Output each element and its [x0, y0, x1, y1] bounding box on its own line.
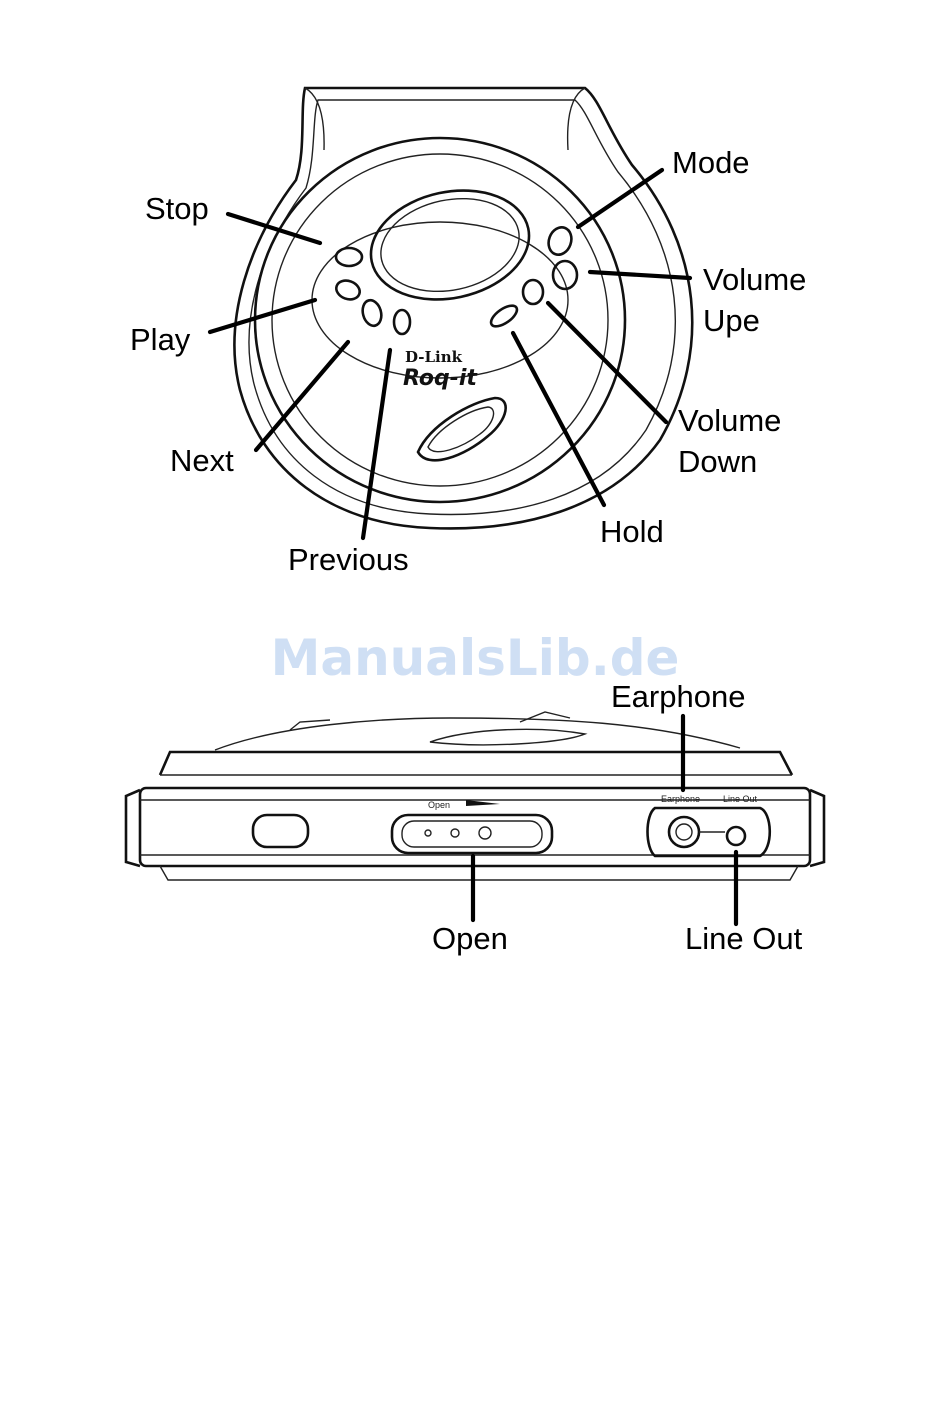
label-volume-up-line1: Volume	[703, 262, 806, 297]
cd-player-top-view: D-Link Roq-it	[234, 88, 692, 528]
label-next: Next	[170, 443, 234, 478]
label-previous: Previous	[288, 542, 409, 577]
line-out-printed-label: Line Out	[723, 794, 758, 804]
mode-button[interactable]	[545, 224, 575, 258]
side-view-leaders	[473, 716, 736, 924]
previous-button[interactable]	[394, 310, 410, 334]
open-printed-label: Open	[428, 800, 450, 810]
brand-model: Roq-it	[403, 366, 478, 391]
volume-down-button[interactable]	[523, 280, 543, 304]
brand-maker: D-Link	[405, 348, 463, 366]
logo-emblem	[418, 398, 506, 460]
label-volume-up-line2: Upe	[703, 303, 760, 338]
label-stop: Stop	[145, 191, 209, 226]
line-out-jack[interactable]	[727, 827, 745, 845]
label-volume-down-line2: Down	[678, 444, 757, 479]
label-play: Play	[130, 322, 191, 357]
stop-button[interactable]	[336, 248, 362, 266]
hold-switch[interactable]	[488, 302, 521, 331]
label-open: Open	[432, 921, 508, 956]
earphone-jack[interactable]	[669, 817, 699, 847]
label-mode: Mode	[672, 145, 750, 180]
label-earphone: Earphone	[611, 679, 745, 714]
side-button[interactable]	[253, 815, 308, 847]
arrow-right-icon	[466, 800, 500, 806]
earphone-printed-label: Earphone	[661, 794, 700, 804]
label-line-out: Line Out	[685, 921, 803, 956]
next-button[interactable]	[360, 298, 384, 328]
label-hold: Hold	[600, 514, 664, 549]
play-button[interactable]	[334, 277, 363, 302]
label-volume-down-line1: Volume	[678, 403, 781, 438]
cd-player-side-view: Open Earphone Line Out	[126, 712, 824, 880]
